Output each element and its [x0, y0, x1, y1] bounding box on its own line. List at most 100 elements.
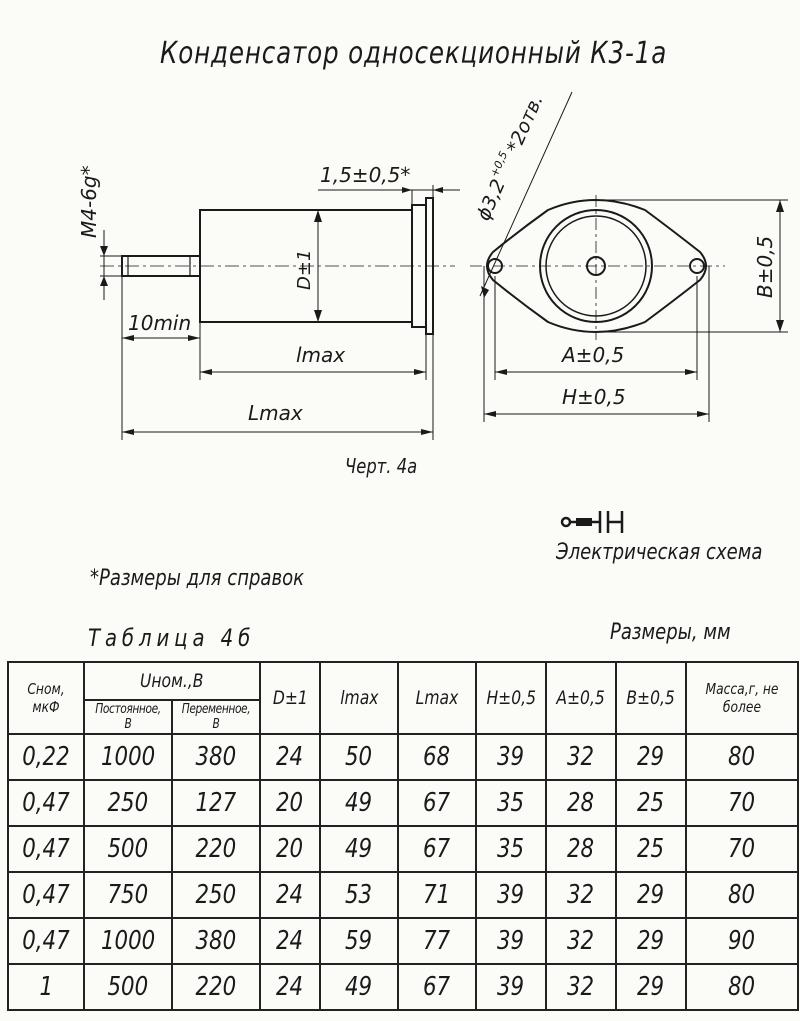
table-cell: 25 [615, 779, 687, 827]
table-cell: 35 [475, 779, 547, 827]
table-cell: 49 [319, 825, 399, 873]
table-cell: 50 [319, 733, 399, 781]
table-cell: 80 [685, 733, 799, 781]
col-header-unom-ac-text: Переменное, В [181, 702, 251, 732]
table-cell: 59 [319, 917, 399, 965]
table-cell-value: 380 [195, 742, 237, 772]
col-header-mass-text: Масса,г, не более [705, 680, 779, 716]
flange-dim-label: 1,5±0,5* [320, 163, 410, 187]
table-cell: 24 [259, 733, 321, 781]
table-cell-value: 80 [728, 742, 756, 772]
diameter-dim-label: D±1 [294, 250, 315, 290]
stud-length-label: 10min [128, 311, 191, 335]
table-cell: 29 [615, 917, 687, 965]
body-length-label: lmax [296, 343, 345, 367]
table-cell-value: 1000 [100, 742, 156, 772]
table-cell-value: 0,22 [22, 742, 70, 772]
table-cell-value: 71 [423, 880, 451, 910]
table-cell-value: 53 [345, 880, 373, 910]
table-cell: 49 [319, 779, 399, 827]
table-cell-value: 127 [195, 788, 237, 818]
table-cell-value: 20 [276, 788, 304, 818]
table-cell: 380 [171, 733, 261, 781]
thread-dim-label: М4-6g* [77, 165, 101, 238]
table-cell: 0,22 [7, 733, 85, 781]
table-cell-value: 25 [637, 788, 665, 818]
table-caption: Таблица 4б [88, 624, 256, 652]
col-header-lmax-text: lmax [339, 687, 379, 709]
table-cell-value: 35 [497, 788, 525, 818]
table-cell: 67 [397, 779, 477, 827]
table-cell: 1000 [83, 917, 173, 965]
table-cell: 39 [475, 733, 547, 781]
table-cell-value: 32 [567, 972, 595, 1002]
col-header-cnom: Cном, мкФ [7, 661, 85, 735]
table-cell: 0,47 [7, 871, 85, 919]
col-header-unom: Uном.,В [83, 661, 261, 701]
table-cell: 35 [475, 825, 547, 873]
table-cell-value: 29 [637, 926, 665, 956]
b-dim-label: В±0,5 [753, 236, 777, 298]
schema-label: Электрическая схема [556, 540, 763, 565]
table-cell-value: 500 [107, 834, 149, 864]
table-cell-value: 67 [423, 972, 451, 1002]
technical-drawing: М4-6g* 1,5±0,5* D±1 10min lmax Lmax ϕ3,2… [77, 91, 788, 440]
capacitor-symbol-icon [560, 511, 624, 533]
table-cell: 24 [259, 917, 321, 965]
col-header-a: А±0,5 [545, 661, 617, 735]
table-cell: 750 [83, 871, 173, 919]
table-cell: 90 [685, 917, 799, 965]
table-cell-value: 32 [567, 926, 595, 956]
table-cell: 67 [397, 963, 477, 1011]
col-header-mass: Масса,г, не более [685, 661, 799, 735]
table-cell: 53 [319, 871, 399, 919]
table-cell-value: 39 [497, 926, 525, 956]
table-cell-value: 90 [728, 926, 756, 956]
reference-note: *Размеры для справок [90, 566, 305, 591]
table-cell-value: 80 [728, 972, 756, 1002]
table-cell: 24 [259, 871, 321, 919]
table-cell: 28 [545, 825, 617, 873]
table-cell-value: 68 [423, 742, 451, 772]
table-cell: 70 [685, 779, 799, 827]
table-cell-value: 24 [276, 972, 304, 1002]
table-cell: 1000 [83, 733, 173, 781]
table-cell-value: 32 [567, 742, 595, 772]
table-cell: 32 [545, 917, 617, 965]
table-cell-value: 70 [728, 788, 756, 818]
col-header-d: D±1 [259, 661, 321, 735]
table-cell-value: 1 [39, 972, 53, 1002]
col-header-lmax: lmax [319, 661, 399, 735]
table-cell: 250 [83, 779, 173, 827]
col-header-a-text: А±0,5 [556, 687, 606, 709]
table-cell: 39 [475, 917, 547, 965]
h-dim-label: Н±0,5 [562, 385, 626, 409]
table-cell-value: 67 [423, 788, 451, 818]
hole-dim-count: *2отв. [503, 91, 548, 156]
col-header-h: Н±0,5 [475, 661, 547, 735]
table-cell: 80 [685, 871, 799, 919]
table-cell-value: 28 [567, 834, 595, 864]
table-cell: 28 [545, 779, 617, 827]
table-cell: 250 [171, 871, 261, 919]
table-cell-value: 59 [345, 926, 373, 956]
table-cell-value: 29 [637, 972, 665, 1002]
table-cell: 29 [615, 733, 687, 781]
table-cell: 39 [475, 871, 547, 919]
table-cell: 29 [615, 963, 687, 1011]
table-cell: 0,47 [7, 825, 85, 873]
col-header-unom-dc-text: Постоянное, В [95, 702, 161, 732]
table-cell-value: 0,47 [22, 880, 70, 910]
table-cell-value: 70 [728, 834, 756, 864]
table-cell: 32 [545, 871, 617, 919]
figure-label: Черт. 4а [345, 454, 418, 478]
col-header-unom-ac: Переменное, В [171, 699, 261, 735]
table-cell: 20 [259, 825, 321, 873]
table-cell-value: 500 [107, 972, 149, 1002]
flange-outline [486, 199, 707, 333]
col-header-h-text: Н±0,5 [486, 687, 536, 709]
